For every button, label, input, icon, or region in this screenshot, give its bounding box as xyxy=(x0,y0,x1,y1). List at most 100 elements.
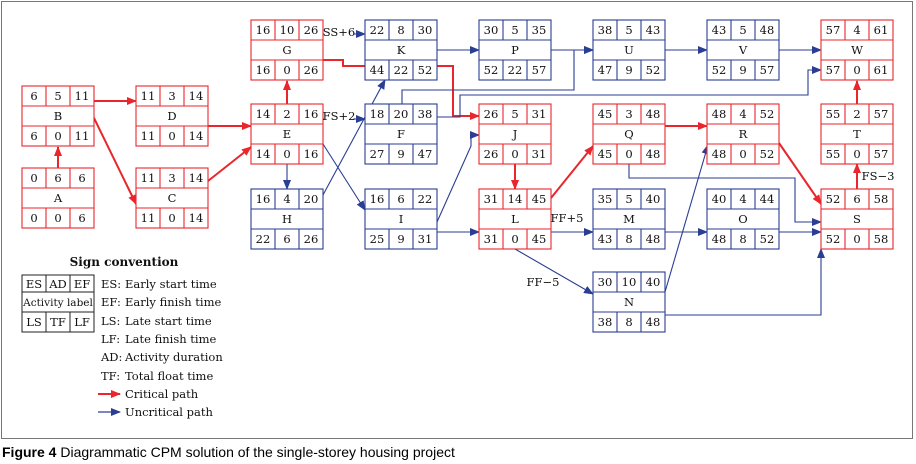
early-finish: 45 xyxy=(532,192,547,206)
early-finish: 35 xyxy=(532,23,547,37)
figure-caption: Figure 4 Diagrammatic CPM solution of th… xyxy=(2,444,455,460)
activity-duration: 20 xyxy=(394,107,409,121)
late-start: 14 xyxy=(256,147,271,161)
early-start: 0 xyxy=(30,171,37,185)
legend-def-abbr: TF: xyxy=(101,369,120,383)
early-finish: 43 xyxy=(646,23,661,37)
activity-duration: 6 xyxy=(853,192,860,206)
late-finish: 52 xyxy=(760,147,775,161)
late-start: 52 xyxy=(484,63,499,77)
early-start: 38 xyxy=(598,23,613,37)
early-finish: 16 xyxy=(304,107,319,121)
activity-label: V xyxy=(738,43,748,57)
activity-box xyxy=(364,188,438,250)
activity-box xyxy=(592,19,666,81)
activity-box xyxy=(135,167,209,229)
late-finish: 61 xyxy=(874,63,889,77)
late-finish: 52 xyxy=(760,232,775,246)
late-finish: 31 xyxy=(418,232,433,246)
activity-box xyxy=(135,85,209,147)
early-finish: 11 xyxy=(75,89,90,103)
activity-label: N xyxy=(624,295,634,309)
late-start: 47 xyxy=(598,63,613,77)
early-start: 35 xyxy=(598,192,613,206)
early-start: 45 xyxy=(598,107,613,121)
early-start: 48 xyxy=(712,107,727,121)
early-finish: 22 xyxy=(418,192,433,206)
late-finish: 45 xyxy=(532,232,547,246)
total-float: 0 xyxy=(853,147,860,161)
legend-box-ad: AD xyxy=(48,277,67,291)
early-start: 57 xyxy=(826,23,841,37)
activity-duration: 14 xyxy=(508,192,523,206)
total-float: 0 xyxy=(283,63,290,77)
legend-def-text: Late finish time xyxy=(125,332,216,346)
total-float: 8 xyxy=(625,315,632,329)
early-finish: 48 xyxy=(646,107,661,121)
sign-convention-legend: Sign convention ES AD EF Activity label … xyxy=(21,255,223,419)
activity-duration: 4 xyxy=(739,192,746,206)
legend-box xyxy=(21,274,95,333)
early-finish: 61 xyxy=(874,23,889,37)
late-start: 52 xyxy=(712,63,727,77)
total-float: 9 xyxy=(625,63,632,77)
legend-def-abbr: LS: xyxy=(101,314,120,328)
total-float: 0 xyxy=(54,129,61,143)
early-finish: 52 xyxy=(760,107,775,121)
activity-box xyxy=(820,103,894,165)
legend-box-activity-label: Activity label xyxy=(22,297,93,309)
early-start: 11 xyxy=(141,89,156,103)
early-start: 16 xyxy=(370,192,385,206)
late-start: 0 xyxy=(30,211,37,225)
activity-box xyxy=(592,271,666,333)
activity-box xyxy=(820,188,894,250)
link-f-to-w xyxy=(437,66,822,118)
early-finish: 38 xyxy=(418,107,433,121)
late-start: 52 xyxy=(826,232,841,246)
early-start: 30 xyxy=(598,275,613,289)
late-finish: 57 xyxy=(874,147,889,161)
legend-box-ls: LS xyxy=(26,315,42,329)
links-layer xyxy=(54,30,861,316)
link-r-to-s xyxy=(778,142,822,205)
link-l-to-q xyxy=(550,145,594,199)
activity-duration: 4 xyxy=(283,192,290,206)
early-start: 26 xyxy=(484,107,499,121)
late-start: 48 xyxy=(712,232,727,246)
activity-duration: 4 xyxy=(739,107,746,121)
legend-def-text: Early finish time xyxy=(125,295,222,309)
activity-box xyxy=(21,167,95,229)
legend-def-text: Late start time xyxy=(125,314,212,328)
link-label-backdrop xyxy=(863,170,893,183)
late-start: 38 xyxy=(598,315,613,329)
link-label-backdrop xyxy=(324,26,354,39)
early-finish: 30 xyxy=(418,23,433,37)
activity-box xyxy=(706,188,780,250)
activity-box xyxy=(21,85,95,147)
activity-box xyxy=(820,19,894,81)
activity-box xyxy=(364,103,438,165)
activity-label: J xyxy=(512,127,518,141)
activity-box xyxy=(250,103,324,165)
activity-duration: 6 xyxy=(397,192,404,206)
early-start: 11 xyxy=(141,171,156,185)
activity-label: L xyxy=(511,212,519,226)
late-finish: 57 xyxy=(532,63,547,77)
link-q-to-s xyxy=(628,164,822,226)
figure-caption-text: Diagrammatic CPM solution of the single-… xyxy=(60,444,455,460)
activity-label: E xyxy=(283,127,291,141)
link-n-to-r xyxy=(664,144,710,293)
activity-label: H xyxy=(282,212,292,226)
early-finish: 31 xyxy=(532,107,547,121)
total-float: 0 xyxy=(625,147,632,161)
legend-def-abbr: EF: xyxy=(101,295,121,309)
legend-box-es: ES xyxy=(26,277,42,291)
